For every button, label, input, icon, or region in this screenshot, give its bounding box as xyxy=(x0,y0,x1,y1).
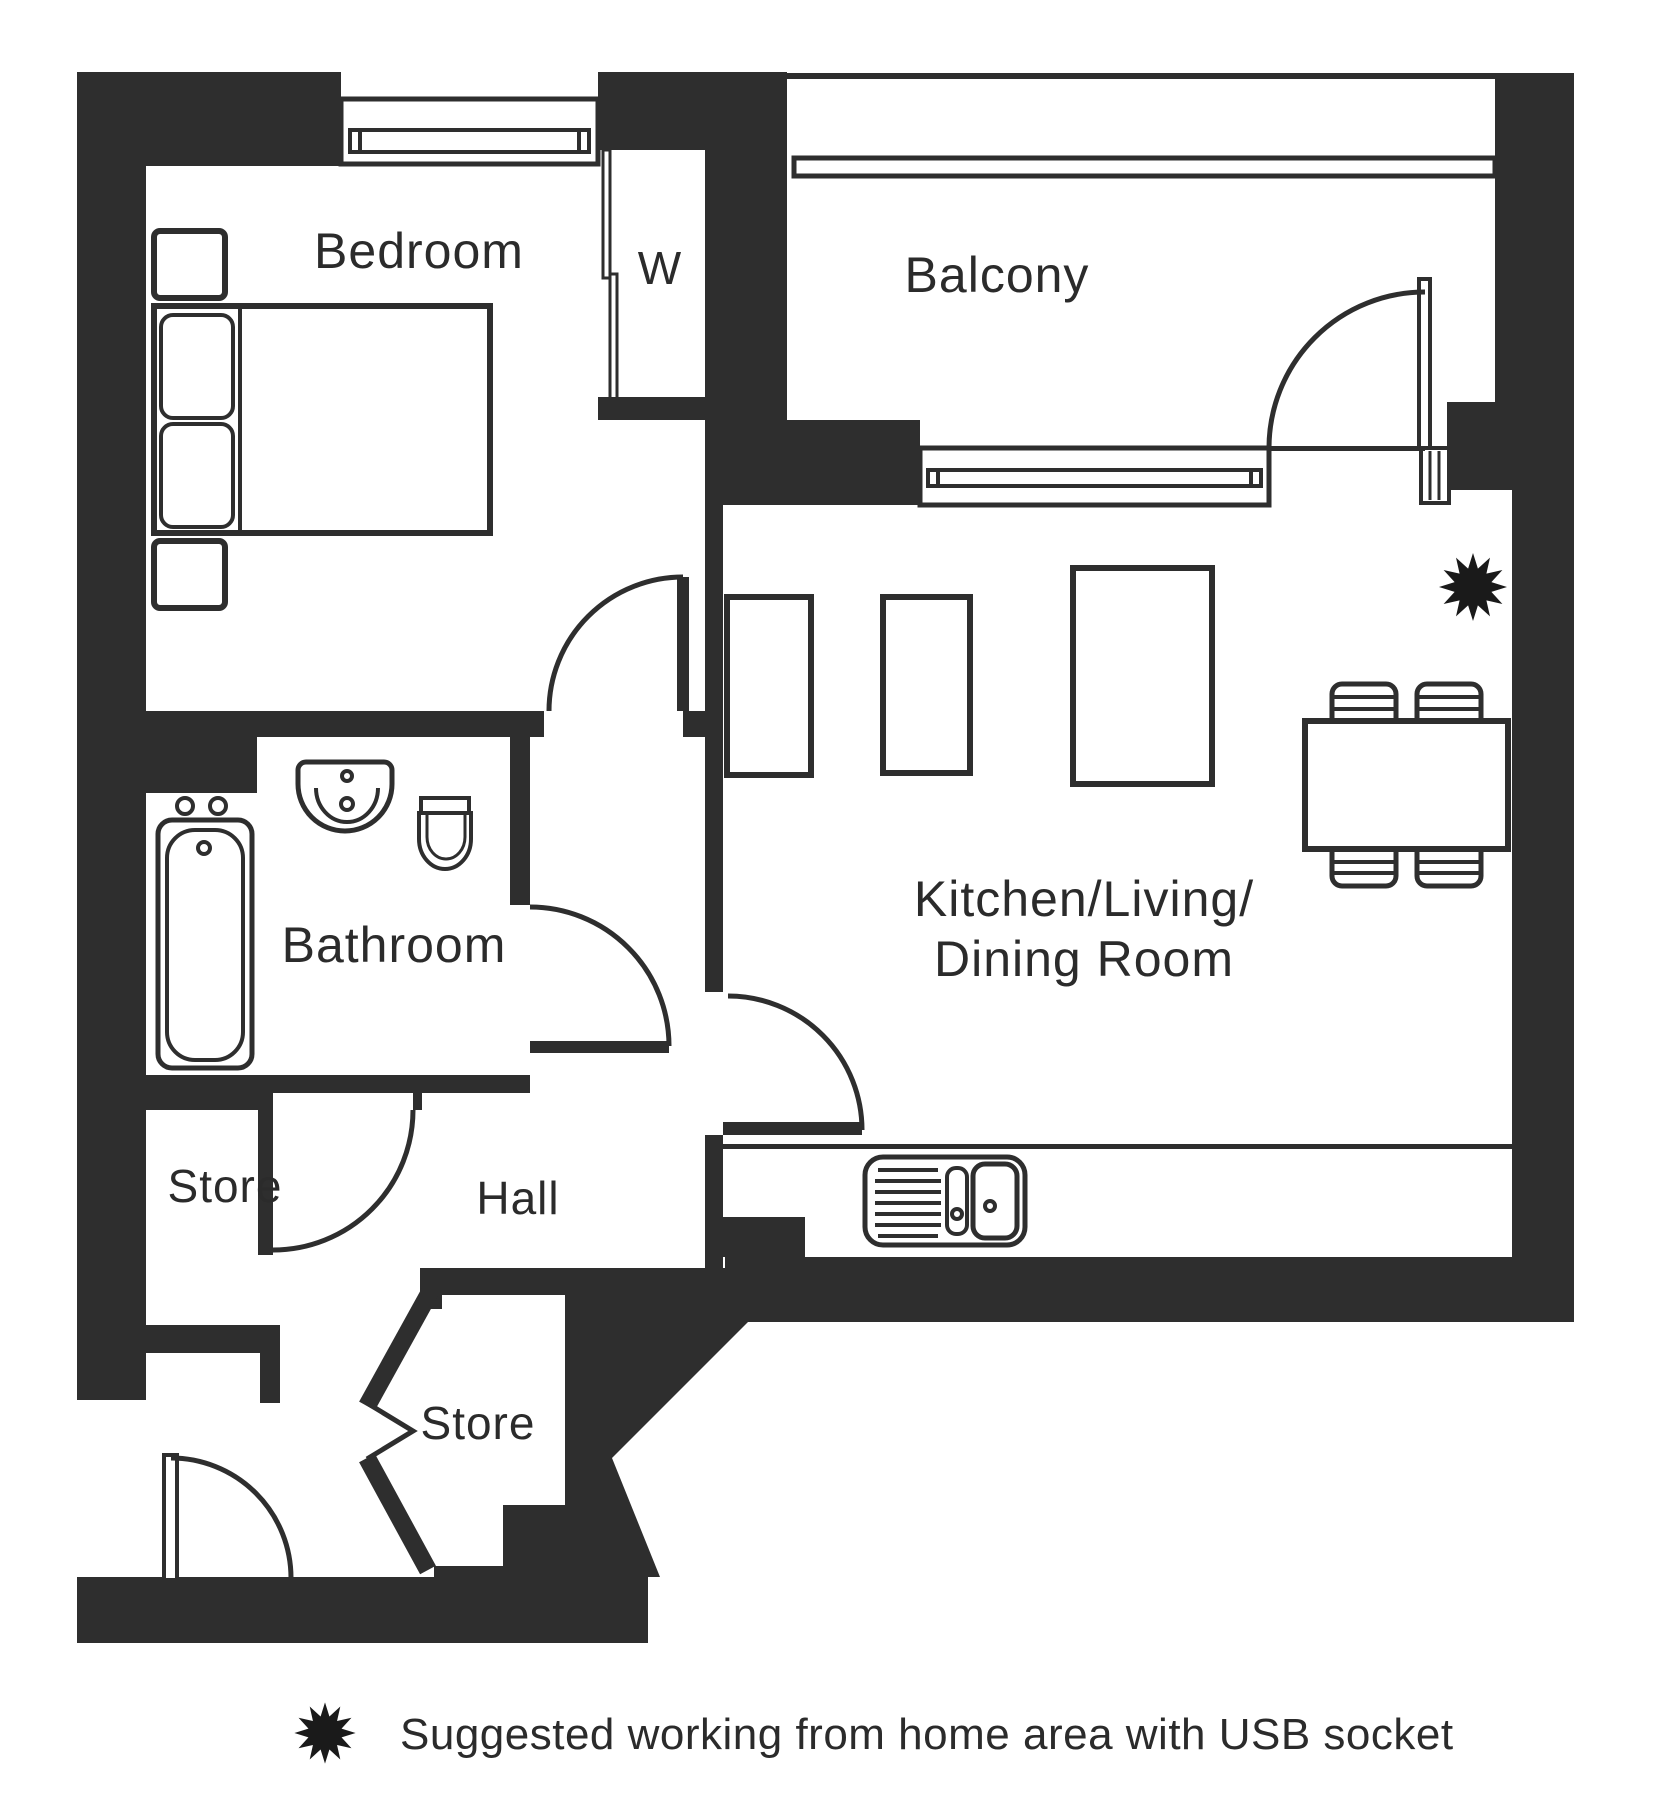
wall-store-top xyxy=(146,1093,273,1110)
legend-text: Suggested working from home area with US… xyxy=(400,1710,1454,1759)
wall-kitchen-left-upper xyxy=(705,420,723,992)
chair-top-1 xyxy=(1329,681,1399,721)
wall-store-bottom-step xyxy=(260,1353,280,1403)
legend: Suggested working from home area with US… xyxy=(294,1702,1454,1764)
bedroom-label: Bedroom xyxy=(314,223,524,279)
doors xyxy=(162,148,1432,1582)
store-door xyxy=(258,1109,416,1255)
wall-store2-diagonal-upper xyxy=(359,1287,438,1411)
kitchen-door xyxy=(723,993,865,1135)
wall-living-top-left xyxy=(705,420,920,505)
room-labels: Bedroom W Balcony Kitchen/Living/ Dining… xyxy=(168,223,1254,1449)
wardrobe-label: W xyxy=(638,242,682,294)
balcony-outer-edge-line xyxy=(787,73,1574,79)
bedside-table-bottom xyxy=(151,538,228,611)
wall-top-mid-block xyxy=(598,72,705,150)
bedroom-door-leaf xyxy=(677,577,689,711)
walls xyxy=(77,72,1574,1643)
store2-folding-door xyxy=(365,1400,418,1462)
wall-store2-diagonal-lower xyxy=(359,1453,436,1575)
kitchen-label-line1: Kitchen/Living/ xyxy=(914,871,1254,927)
bedroom-window xyxy=(338,96,601,167)
windows xyxy=(338,96,1498,508)
balcony-side-panel xyxy=(1419,446,1451,505)
wall-bathroom-right xyxy=(510,737,530,905)
chair-bottom-2 xyxy=(1414,849,1484,889)
wall-kitchen-step xyxy=(705,1217,805,1257)
entrance-door xyxy=(162,1453,294,1582)
balcony-door-threshold-line xyxy=(1269,446,1425,451)
balcony-railing xyxy=(791,155,1498,179)
dining-set xyxy=(1302,681,1511,889)
sofa-unit-2 xyxy=(880,594,973,776)
kitchen-label-line2: Dining Room xyxy=(934,931,1234,987)
usb-socket-star-icon xyxy=(1439,553,1507,621)
sofa-unit-3 xyxy=(1070,565,1215,787)
bedroom-door xyxy=(546,574,689,712)
wall-right-upper xyxy=(1495,79,1574,460)
kitchen-sink xyxy=(862,1154,1028,1248)
balcony-door-leaf xyxy=(1417,277,1432,450)
entrance-door-leaf xyxy=(162,1453,179,1582)
hall-label: Hall xyxy=(476,1172,559,1224)
entrance-door-swing-arc xyxy=(170,1455,294,1579)
bathroom-door-swing-arc xyxy=(529,904,672,1047)
bathroom-fixtures xyxy=(155,759,473,1071)
chair-bottom-1 xyxy=(1329,849,1399,889)
kitchen-living-furniture xyxy=(724,553,1511,1248)
folding-door-zigzag xyxy=(365,1400,418,1462)
wall-left xyxy=(77,72,146,1400)
sofa-unit-1 xyxy=(724,594,814,778)
store-door-leaf xyxy=(258,1110,273,1255)
legend-starburst-icon xyxy=(294,1702,356,1764)
wall-bedroom-bottom-stub xyxy=(683,711,723,737)
wall-bathroom-bottom xyxy=(146,1075,530,1093)
dining-table xyxy=(1302,718,1511,852)
balcony-window xyxy=(917,445,1272,508)
wall-outer-diagonal-wedge xyxy=(565,1458,660,1577)
wash-basin xyxy=(295,759,395,834)
wall-store-bottom xyxy=(146,1325,280,1353)
balcony-label: Balcony xyxy=(905,247,1090,303)
store-left-label: Store xyxy=(168,1160,283,1212)
wall-column-balcony-left xyxy=(705,72,787,402)
wall-bedroom-bottom xyxy=(146,711,544,737)
bedroom-furniture xyxy=(151,228,493,611)
bath xyxy=(155,796,255,1071)
pillow-bottom xyxy=(159,422,235,529)
bedroom-door-swing-arc xyxy=(546,574,684,712)
bathroom-door-leaf xyxy=(530,1041,669,1053)
wall-right-lower xyxy=(1512,402,1574,1322)
kitchen-door-leaf xyxy=(723,1122,862,1135)
wall-bathroom-top-left xyxy=(146,737,257,793)
pillow-top xyxy=(159,313,235,420)
chair-top-2 xyxy=(1414,681,1484,721)
balcony-door-swing-arc xyxy=(1266,289,1426,449)
kitchen-counter-edge-line xyxy=(723,1144,1512,1149)
wall-wardrobe-bottom xyxy=(598,397,787,420)
wardrobe-sliding-doors xyxy=(601,148,619,402)
balcony-door xyxy=(1266,277,1432,450)
wall-right-step xyxy=(1447,402,1512,490)
store-bottom-label: Store xyxy=(421,1397,536,1449)
store-door-swing-arc xyxy=(272,1109,416,1253)
bathroom-label: Bathroom xyxy=(282,917,507,973)
bathroom-door xyxy=(529,904,672,1053)
wall-bottom xyxy=(77,1577,648,1643)
kitchen-door-swing-arc xyxy=(727,993,865,1131)
wall-store-top-stub xyxy=(413,1093,422,1110)
wall-bottom-right-band xyxy=(420,1257,1574,1458)
toilet xyxy=(417,796,473,871)
bedside-table-top xyxy=(151,228,228,301)
